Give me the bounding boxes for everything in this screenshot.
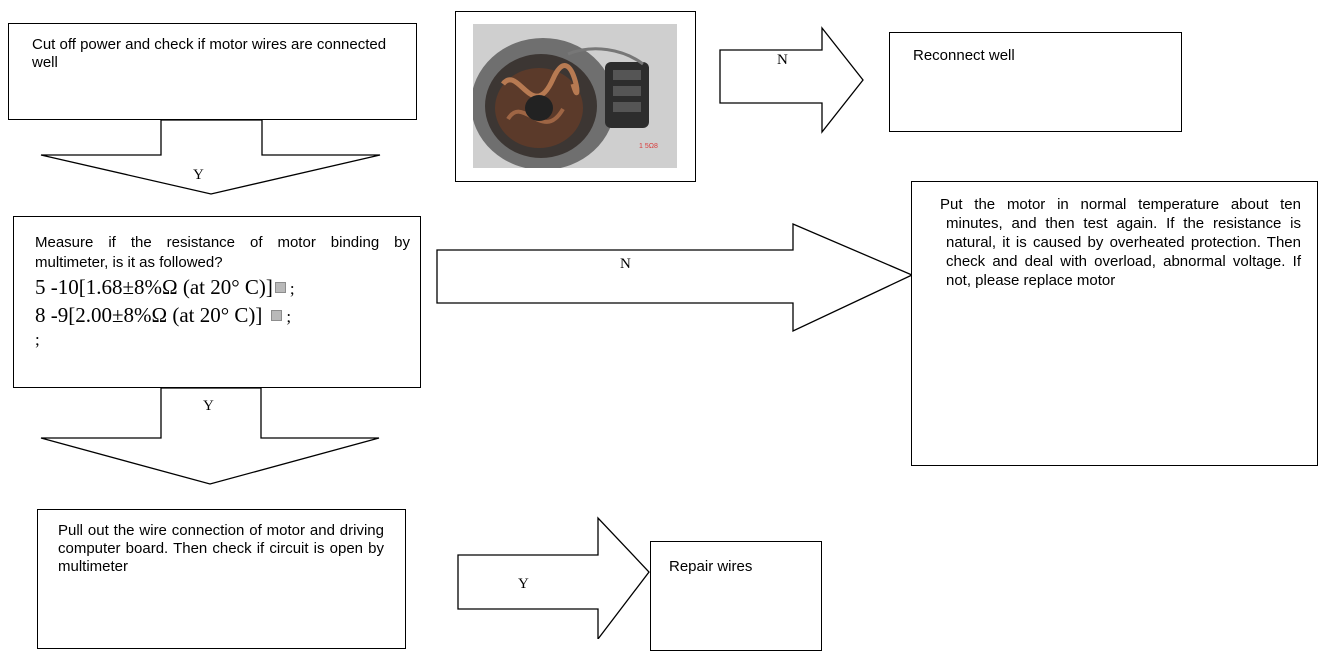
step-measure-line2: 8 -9[2.00±8%Ω (at 20° C)]; [35,302,410,330]
measure-line1-text: 5 -10[1.68±8%Ω (at 20° C)] [35,275,273,299]
arrow-label-n-1: N [777,52,788,68]
motor-photo: 1 5Ω8 [473,24,677,168]
arrow-label-y-2: Y [203,398,214,414]
arrow-y-measure-to-pullout [40,387,380,485]
arrow-y-pullout-to-repair [457,516,650,639]
arrow-label-y-1: Y [193,167,204,183]
step-measure: Measure if the resistance of motor bindi… [13,216,421,388]
step-reconnect: Reconnect well [889,32,1182,132]
measure-trailing-sep: ; [35,330,40,349]
ohm-glyph-icon [274,282,286,293]
step-reconnect-text: Reconnect well [913,47,1015,64]
measure-line2-sep: ; [286,307,292,326]
arrow-n-measure-to-cooldown [436,223,914,333]
step-repair-text: Repair wires [669,558,753,575]
step-cool-down-text: Put the motor in normal temperature abou… [940,196,1301,289]
step-pull-out: Pull out the wire connection of motor an… [37,509,406,649]
arrow-label-n-2: N [620,256,631,272]
step-check-wires: Cut off power and check if motor wires a… [8,23,417,120]
ohm-glyph-icon-2 [271,310,283,321]
motor-photo-frame: 1 5Ω8 [455,11,696,182]
photo-caption: 1 5Ω8 [639,143,658,150]
arrow-n-check-to-reconnect [719,26,864,134]
step-measure-line1: 5 -10[1.68±8%Ω (at 20° C)]; [35,274,410,302]
step-check-wires-text: Cut off power and check if motor wires a… [32,36,387,71]
step-cool-down: Put the motor in normal temperature abou… [911,181,1318,466]
step-measure-intro: Measure if the resistance of motor bindi… [35,234,410,271]
measure-line1-sep: ; [289,279,295,298]
arrow-label-y-3: Y [518,576,529,592]
step-pull-out-text: Pull out the wire connection of motor an… [58,522,384,575]
arrow-y-check-to-measure [40,119,381,195]
measure-line2-text: 8 -9[2.00±8%Ω (at 20° C)] [35,303,263,327]
step-repair: Repair wires [650,541,822,651]
